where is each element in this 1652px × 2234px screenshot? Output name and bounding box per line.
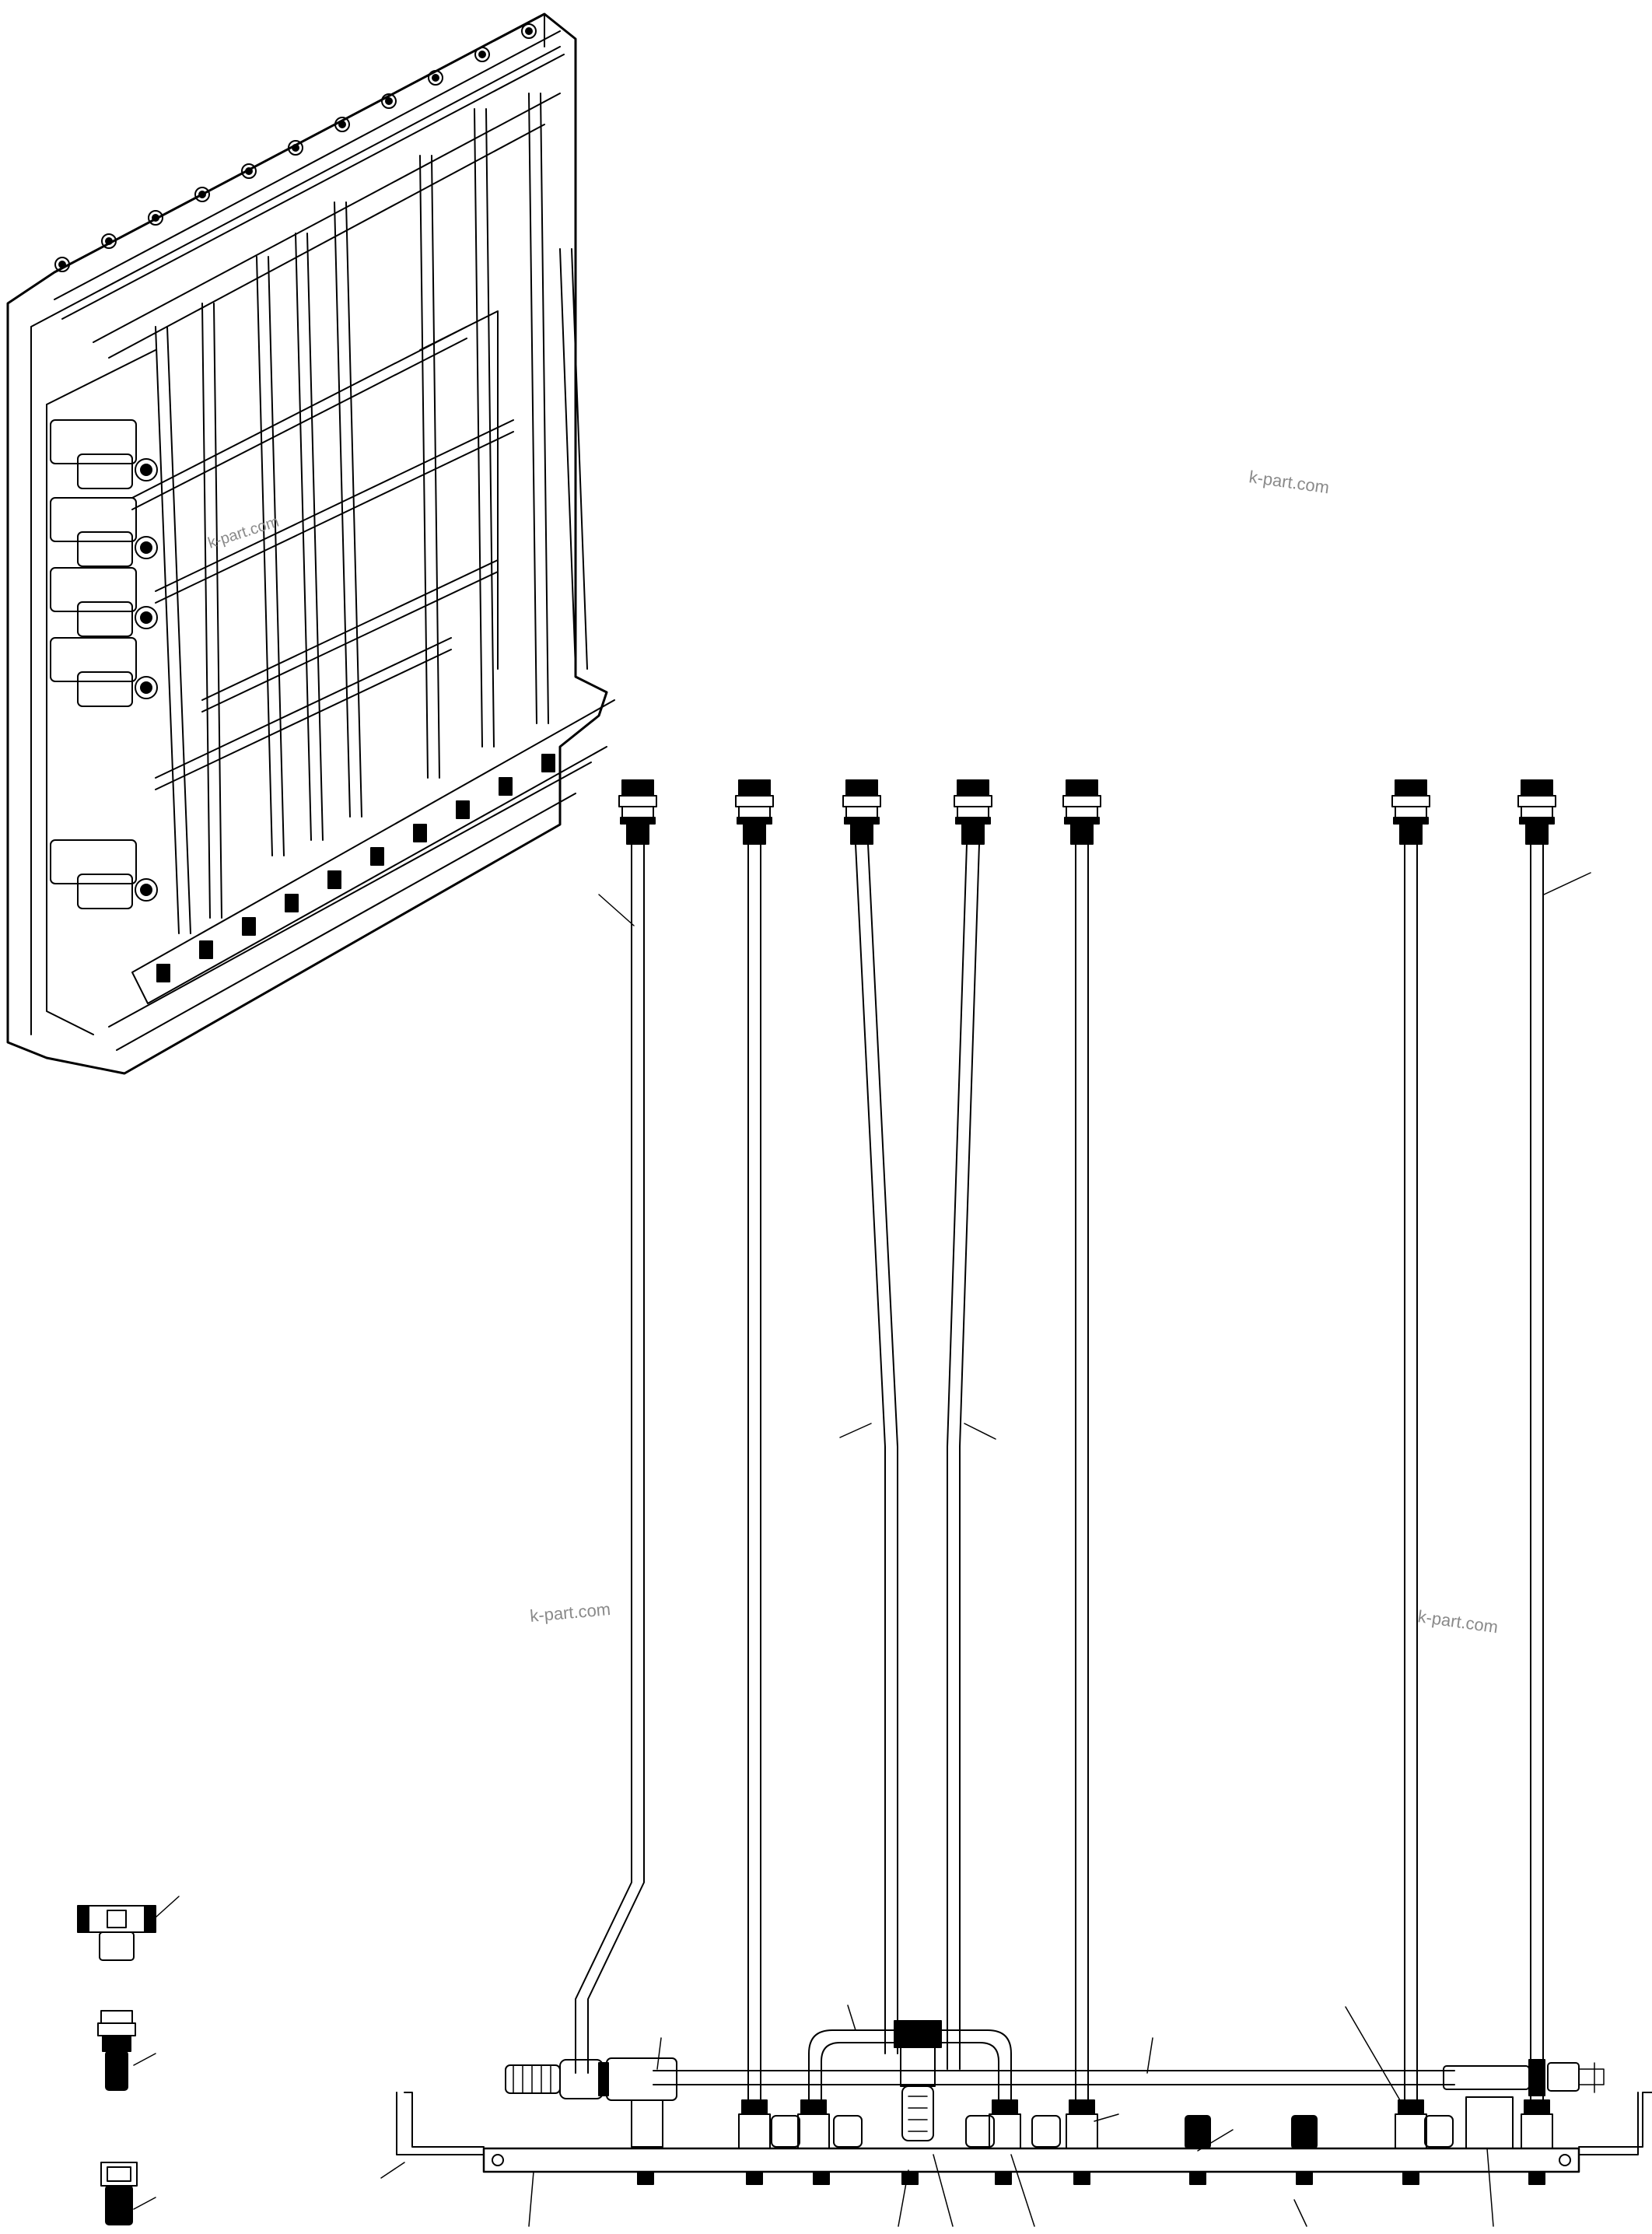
- bulkhead-connector: [1062, 779, 1101, 845]
- pipe-nut: [797, 2099, 830, 2149]
- bulkhead-connector: [1391, 779, 1430, 845]
- inlet-tee: [606, 2057, 677, 2101]
- panel-bottom-bolt: [541, 754, 555, 772]
- valve-panel-assembly: [6, 12, 615, 1075]
- pipe-nut: [1395, 2099, 1427, 2149]
- rail-bolt: [1528, 2171, 1545, 2185]
- pipe-5: [1075, 843, 1089, 2105]
- panel-bolt: [101, 233, 117, 249]
- plug-icon: [100, 2162, 138, 2225]
- mounting-bracket: [396, 2092, 1652, 2155]
- bulkhead-connector: [842, 779, 881, 845]
- union-fitting: [965, 2115, 995, 2148]
- rail-bolt: [637, 2171, 654, 2185]
- rail-bolt: [1402, 2171, 1419, 2185]
- callout-leaders: [133, 872, 1591, 2227]
- pipe-nut: [738, 2099, 771, 2149]
- panel-bottom-bolt: [156, 964, 170, 982]
- union-fitting: [1424, 2115, 1454, 2148]
- panel-bolt: [474, 47, 490, 62]
- plug-fitting: [1291, 2115, 1318, 2149]
- panel-bolt: [54, 257, 70, 272]
- solenoid-valve: [50, 637, 158, 707]
- panel-bolt: [241, 163, 257, 179]
- panel-bottom-bolt: [199, 940, 213, 959]
- rail-end-bolt: [492, 2154, 504, 2166]
- panel-bolt: [148, 210, 163, 226]
- panel-bottom-bolt: [327, 870, 341, 889]
- rail-bolt: [746, 2171, 763, 2185]
- watermark-text: k-part.com: [529, 1599, 611, 1626]
- bulkhead-connector: [954, 779, 992, 845]
- rail-bolt: [1296, 2171, 1313, 2185]
- panel-bolt: [194, 187, 210, 202]
- bulkhead-connector: [1517, 779, 1556, 845]
- feed-pipe-horizontal: [653, 2070, 1455, 2085]
- panel-bottom-bolt: [413, 824, 427, 842]
- panel-bolt: [381, 93, 397, 109]
- panel-bolt: [428, 70, 443, 86]
- pipe-top-fittings: [618, 779, 1556, 845]
- pipe-4: [947, 843, 980, 2070]
- plug-fitting: [1185, 2115, 1211, 2149]
- bulkhead-connector: [618, 779, 657, 845]
- panel-bottom-tray: [108, 699, 615, 1051]
- pipe-6: [1404, 843, 1418, 2105]
- panel-bottom-bolt: [242, 917, 256, 936]
- watermark-text: k-part.com: [1416, 1606, 1499, 1637]
- pressure-sensor: [1443, 2065, 1530, 2090]
- panel-bottom-bolt: [499, 777, 513, 796]
- right-tee-block: [1465, 2096, 1514, 2149]
- panel-bolts: [54, 23, 555, 982]
- rail-bolt: [813, 2171, 830, 2185]
- rail-bolt: [1073, 2171, 1090, 2185]
- pipe-left-bent: [575, 843, 645, 2074]
- union-fitting: [771, 2115, 800, 2148]
- rail-end-bolt: [1559, 2154, 1571, 2166]
- solenoid-valve: [50, 839, 158, 909]
- panel-bolt: [334, 117, 350, 132]
- pipe-bottom-fittings: [738, 2099, 1553, 2149]
- union-fitting: [833, 2115, 863, 2148]
- panel-top-bar: [54, 30, 565, 320]
- pipe-nut: [1521, 2099, 1553, 2149]
- panel-bolt: [521, 23, 537, 39]
- solenoid-valve: [50, 419, 158, 489]
- pipe-nut: [989, 2099, 1021, 2149]
- rail-bolt: [901, 2171, 919, 2185]
- center-tee: [894, 2020, 942, 2048]
- solenoid-valve: [50, 497, 158, 567]
- rail-bolts: [492, 2154, 1571, 2185]
- watermark-text: k-part.com: [1248, 467, 1330, 497]
- pipe-7: [1530, 843, 1544, 2105]
- rail-bolt: [1189, 2171, 1206, 2185]
- pipe-nut: [1066, 2099, 1098, 2149]
- rail-bolt: [995, 2171, 1012, 2185]
- solenoid-valves: [50, 419, 158, 909]
- panel-bottom-bolt: [285, 894, 299, 912]
- bulkhead-connector: [735, 779, 774, 845]
- bulkhead-union-icon: [97, 2010, 136, 2091]
- pipe-2: [747, 843, 761, 2105]
- panel-bolt: [288, 140, 303, 156]
- inlet-elbow: [559, 2059, 604, 2099]
- solenoid-valve: [50, 567, 158, 637]
- manifold-rail: [482, 2147, 1580, 2173]
- panel-bottom-bolt: [456, 800, 470, 819]
- union-fitting: [1031, 2115, 1061, 2148]
- tee-fitting-icon: [77, 1905, 156, 1961]
- panel-bottom-bolt: [370, 847, 384, 866]
- pipe-assembly: [396, 843, 1652, 2173]
- pipe-3: [855, 843, 898, 2054]
